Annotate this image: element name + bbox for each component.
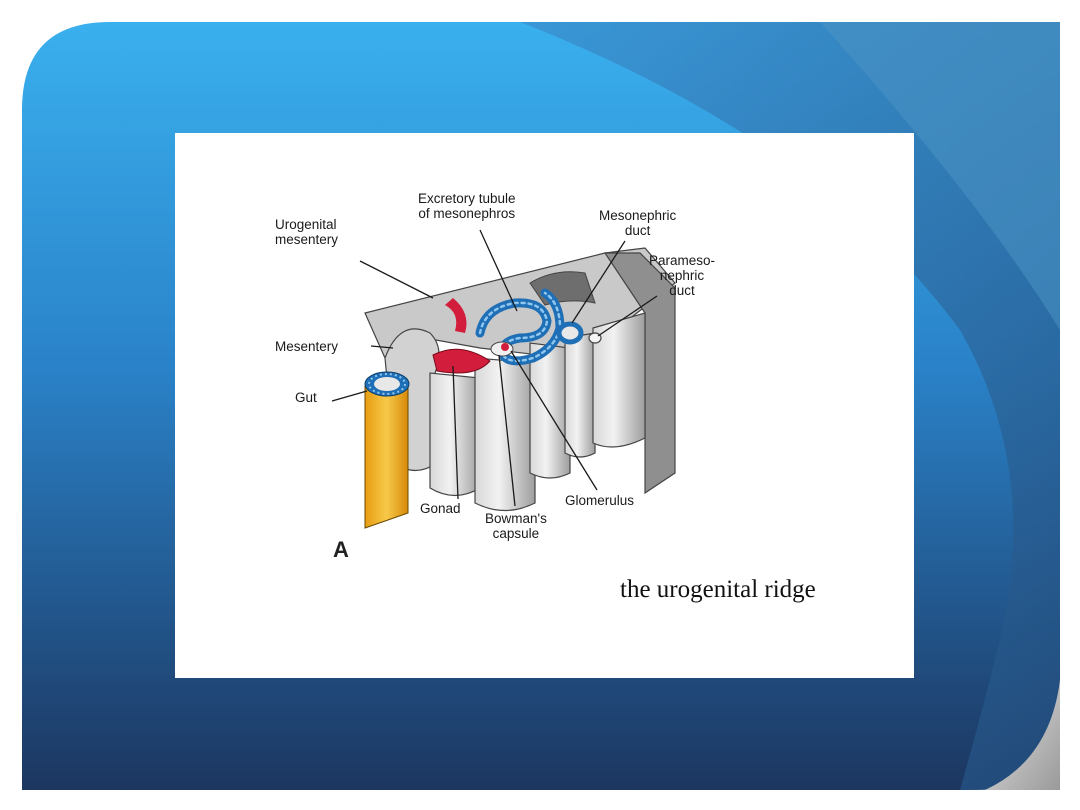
urogenital-ridge-illustration	[331, 229, 676, 529]
label-bowmans-capsule: Bowman's capsule	[485, 511, 547, 541]
panel-letter: A	[333, 537, 349, 562]
gut	[364, 382, 409, 529]
diagram-image: Urogenital mesentery Excretory tubule of…	[175, 133, 914, 678]
mesonephric-duct	[556, 321, 584, 345]
label-mesentery: Mesentery	[275, 339, 339, 354]
glomerulus	[501, 343, 509, 351]
label-gut: Gut	[295, 390, 317, 405]
label-excretory-tubule: Excretory tubule of mesonephros	[418, 191, 516, 221]
label-gonad: Gonad	[420, 501, 461, 516]
label-glomerulus: Glomerulus	[565, 493, 635, 508]
label-paramesonephric-duct: Parameso- nephric duct	[649, 253, 716, 298]
diagram-caption: the urogenital ridge	[620, 576, 816, 603]
label-mesonephric-duct: Mesonephric duct	[599, 208, 677, 238]
gonad	[432, 348, 491, 374]
label-urogenital-mesentery: Urogenital mesentery	[275, 217, 339, 247]
